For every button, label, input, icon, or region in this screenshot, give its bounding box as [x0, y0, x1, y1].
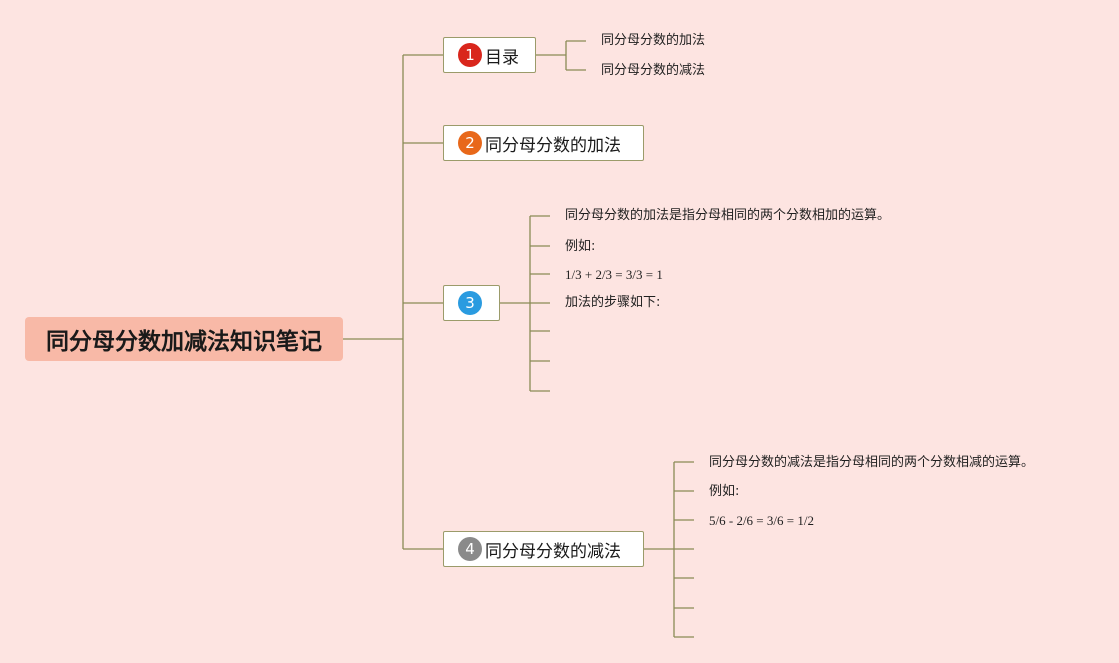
topic-3-node[interactable]: 3 [443, 285, 500, 321]
topic-4-label: 同分母分数的减法 [485, 541, 621, 562]
topic-4-child-1[interactable]: 同分母分数的减法是指分母相同的两个分数相减的运算。 [709, 455, 1035, 470]
topic-1-child-2[interactable]: 同分母分数的减法 [601, 63, 706, 78]
topic-3-child-1[interactable]: 同分母分数的加法是指分母相同的两个分数相加的运算。 [565, 208, 891, 223]
topic-1-label: 目录 [485, 47, 519, 68]
root-topic[interactable]: 同分母分数加减法知识笔记 [25, 317, 343, 361]
number-2-icon: 2 [458, 131, 482, 155]
topic-1-child-1[interactable]: 同分母分数的加法 [601, 33, 706, 48]
topic-4-child-3[interactable]: 5/6 - 2/6 = 3/6 = 1/2 [709, 513, 814, 528]
topic-3-child-4[interactable]: 加法的步骤如下: [565, 295, 661, 310]
topic-3-child-2[interactable]: 例如: [565, 239, 596, 254]
topic-1-node[interactable]: 1 目录 [443, 37, 536, 73]
topic-4-child-2[interactable]: 例如: [709, 484, 740, 499]
number-1-icon: 1 [458, 43, 482, 67]
topic-2-label: 同分母分数的加法 [485, 135, 621, 156]
number-3-icon: 3 [458, 291, 482, 315]
topic-4-node[interactable]: 4 同分母分数的减法 [443, 531, 644, 567]
topic-2-node[interactable]: 2 同分母分数的加法 [443, 125, 644, 161]
number-4-icon: 4 [458, 537, 482, 561]
topic-3-child-3[interactable]: 1/3 + 2/3 = 3/3 = 1 [565, 267, 663, 282]
root-topic-label: 同分母分数加减法知识笔记 [46, 329, 322, 355]
